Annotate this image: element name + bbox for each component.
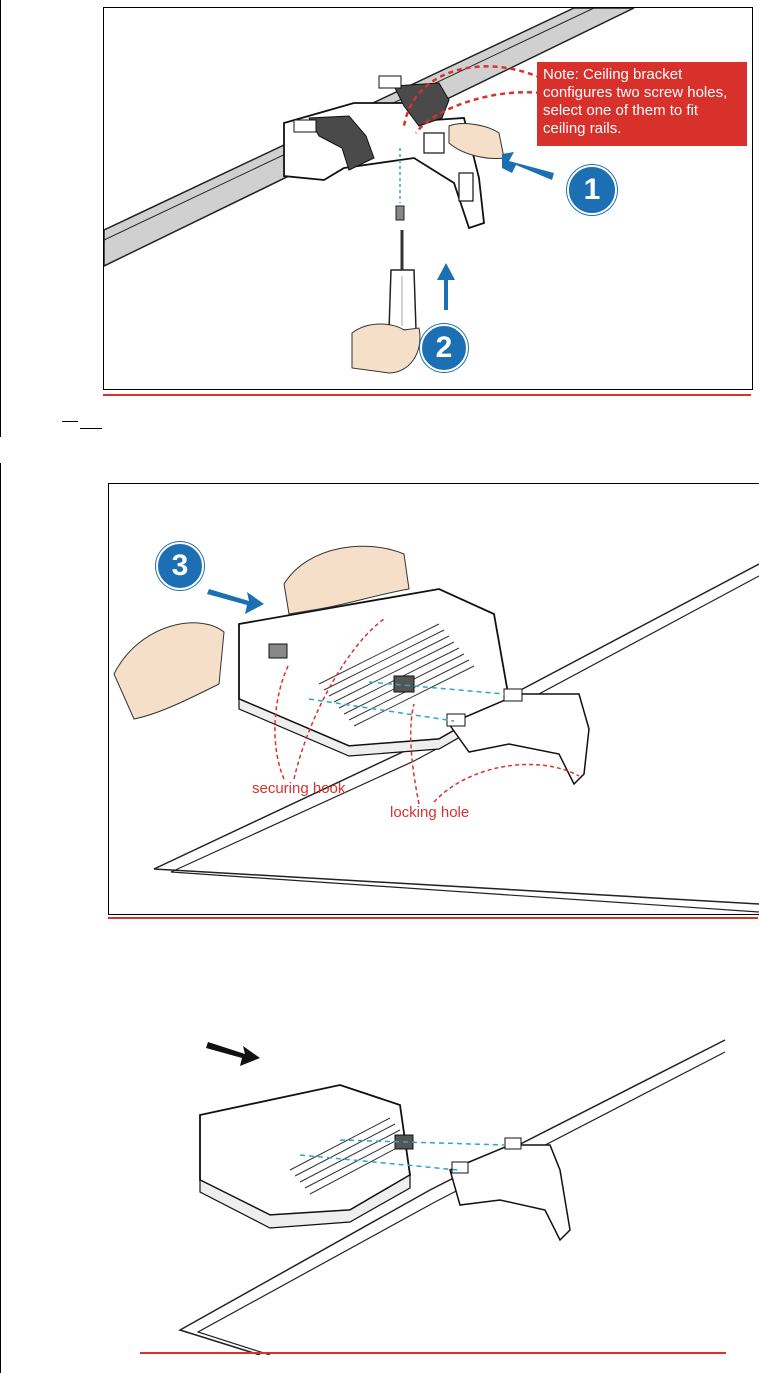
figure-3-underline bbox=[140, 1352, 726, 1354]
figure-1-underline bbox=[103, 394, 751, 396]
hand-left bbox=[114, 623, 224, 719]
note-box: Note: Ceiling bracket configures two scr… bbox=[537, 62, 747, 146]
label-securing-hook: securing hook bbox=[252, 780, 345, 797]
note-line: ceiling rails. bbox=[543, 120, 741, 138]
left-margin-rule-bottom bbox=[0, 463, 1, 1373]
hand-lower bbox=[352, 324, 420, 373]
ceiling-bracket-installed bbox=[450, 1138, 570, 1240]
screw bbox=[396, 206, 404, 220]
label-locking-hole: locking hole bbox=[390, 804, 469, 821]
push-arrow-1 bbox=[502, 152, 554, 180]
figure-2-illustration bbox=[109, 484, 759, 914]
access-point-installed bbox=[200, 1085, 413, 1228]
screwdriver bbox=[389, 230, 416, 330]
push-arrow bbox=[206, 1042, 260, 1066]
note-line: configures two screw holes, bbox=[543, 84, 741, 102]
figure-3-area bbox=[140, 1030, 730, 1355]
locking-hole-pointer-2 bbox=[434, 764, 579, 802]
step-2-badge: 2 bbox=[420, 324, 468, 372]
figure-2-panel: 3 securing hook locking hole bbox=[108, 483, 759, 915]
note-line: select one of them to fit bbox=[543, 102, 741, 120]
step-3-badge: 3 bbox=[156, 542, 204, 590]
push-arrow-3 bbox=[207, 589, 264, 614]
page-mark bbox=[80, 428, 102, 429]
note-line: Note: Ceiling bracket bbox=[543, 66, 741, 84]
figure-1-panel: Note: Ceiling bracket configures two scr… bbox=[103, 7, 753, 390]
push-arrow-2 bbox=[437, 263, 455, 310]
page-mark bbox=[62, 421, 78, 422]
step-1-badge: 1 bbox=[567, 165, 617, 215]
figure-3-illustration bbox=[140, 1030, 730, 1355]
left-margin-rule-top bbox=[0, 0, 1, 437]
figure-2-underline bbox=[108, 917, 758, 919]
